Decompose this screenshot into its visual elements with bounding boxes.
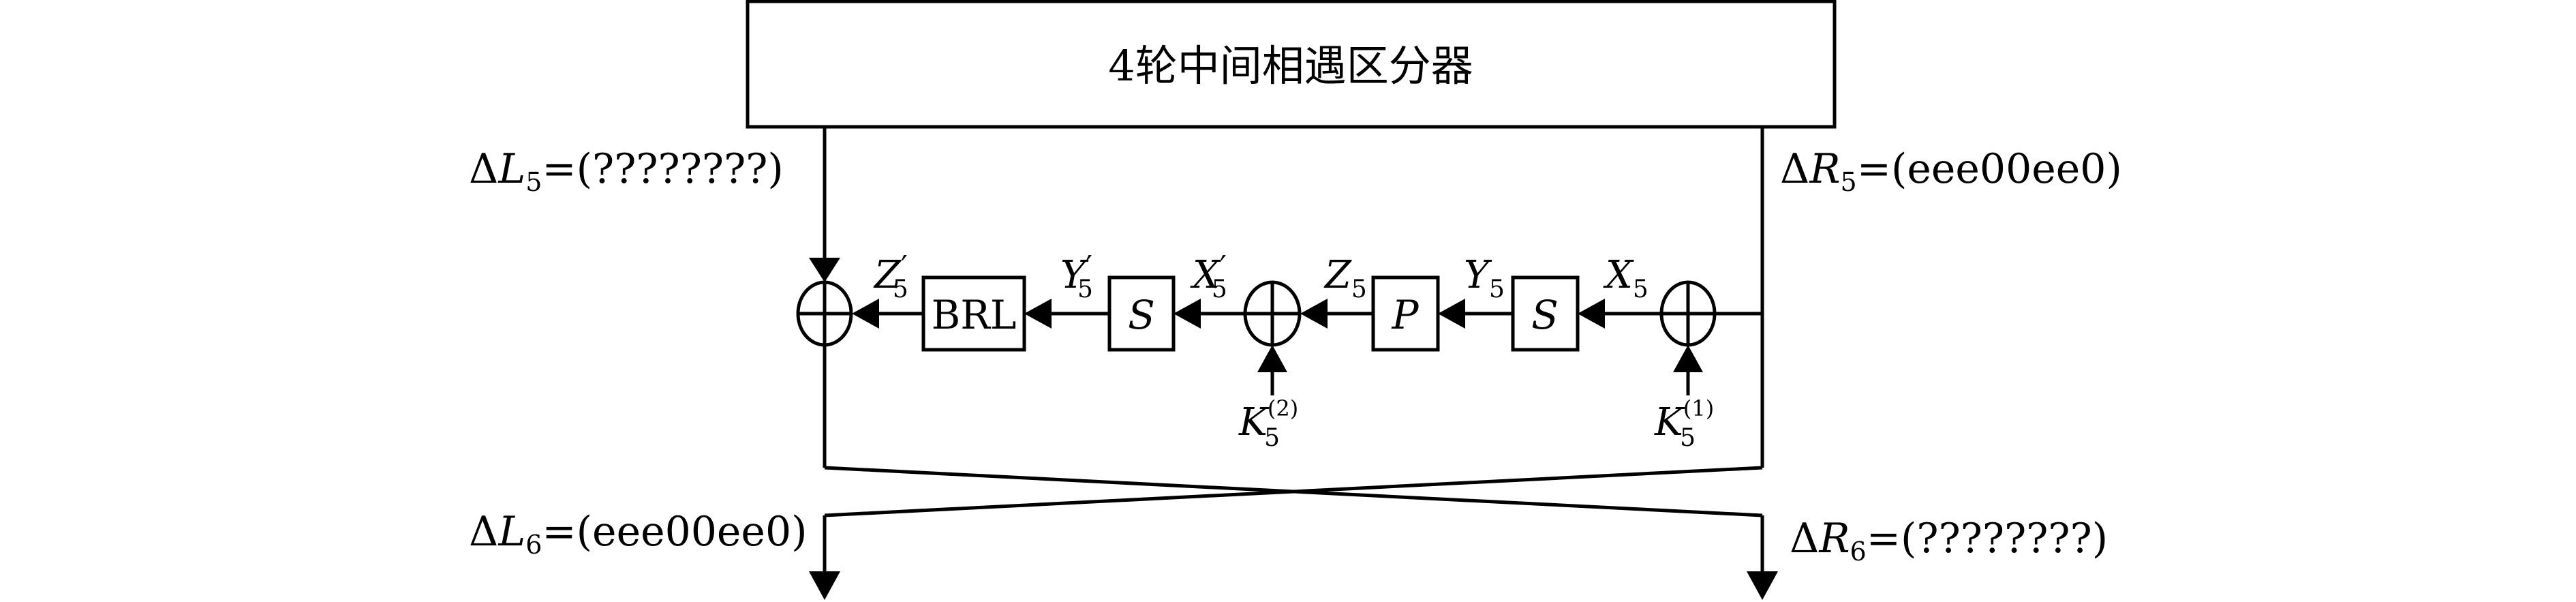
brl-box	[921, 275, 1026, 352]
p-box	[1371, 275, 1440, 352]
signal-y5: Y5	[1464, 253, 1505, 303]
key1-arrowhead	[1673, 345, 1703, 372]
delta-l5-label: ΔL5=(????????)	[469, 145, 784, 197]
p-box-label: P	[1391, 292, 1419, 338]
arrowhead-s1-to-brl	[1024, 299, 1052, 329]
brl-label: BRL	[932, 292, 1017, 338]
delta-r6-label: ΔR6=(????????)	[1790, 515, 2108, 567]
distinguisher-box	[746, 0, 1837, 129]
arrowhead-brl-to-xor	[852, 299, 879, 329]
arrowhead-p-to-xor2	[1300, 299, 1328, 329]
key2-arrowhead	[1257, 345, 1287, 372]
key-k5-2: K(2)5	[1238, 395, 1298, 452]
s-box-right-label: S	[1531, 292, 1559, 338]
left-branch-arrowhead	[809, 258, 840, 282]
left-out-arrowhead	[809, 571, 840, 600]
s-box-right	[1511, 275, 1580, 352]
s-box-left	[1107, 275, 1176, 352]
delta-r5-label: ΔR5=(eee00ee0)	[1780, 145, 2122, 197]
signal-z5-prime: Z′5	[873, 250, 908, 303]
signal-x5: X5	[1603, 253, 1649, 303]
right-out-arrowhead	[1747, 571, 1778, 600]
arrowhead-xor2-to-s1	[1174, 299, 1201, 329]
delta-l6-label: ΔL6=(eee00ee0)	[469, 508, 808, 560]
key-k5-1: K(1)5	[1654, 395, 1714, 452]
cross-line-right-to-left	[824, 466, 1763, 517]
signal-x5-prime: X′5	[1190, 250, 1227, 303]
distinguisher-title: 4轮中间相遇区分器	[1108, 41, 1473, 91]
signal-y5-prime: Y′5	[1060, 250, 1093, 303]
xor-right	[1659, 280, 1717, 347]
arrowhead-xor1-to-s2	[1578, 299, 1605, 329]
signal-z5: Z5	[1323, 253, 1367, 303]
arrowhead-s2-to-p	[1438, 299, 1465, 329]
s-box-left-label: S	[1128, 292, 1155, 338]
xor-left	[796, 280, 853, 347]
xor-middle	[1243, 280, 1302, 347]
